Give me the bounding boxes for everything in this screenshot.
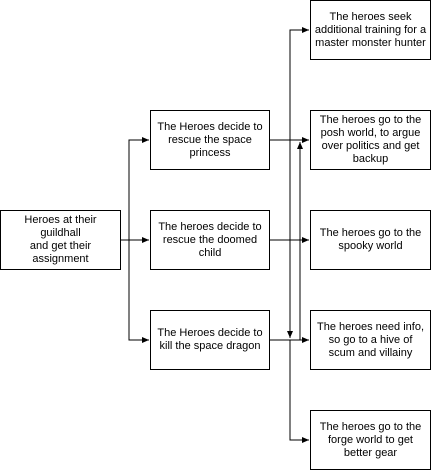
node-spooky-world: The heroes go to the spooky world — [310, 210, 431, 270]
node-rescue-child: The heroes decide to rescue the doomed c… — [150, 210, 270, 270]
arrow-dragon-to-forge — [289, 340, 309, 443]
arrow-princess-to-training — [289, 27, 309, 140]
arrow-start-to-princess — [128, 137, 149, 240]
node-scum-hive: The heroes need info, so go to a hive of… — [310, 310, 431, 370]
node-posh-world: The heroes go to the posh world, to argu… — [310, 110, 431, 170]
node-training: The heroes seek additional training for … — [310, 0, 431, 60]
node-forge-world: The heroes go to the forge world to get … — [310, 410, 431, 470]
node-start: Heroes at their guildhall and get their … — [0, 210, 121, 270]
node-kill-dragon: The Heroes decide to kill the space drag… — [150, 310, 270, 370]
node-rescue-princess: The Heroes decide to rescue the space pr… — [150, 110, 270, 170]
arrow-start-to-dragon — [128, 240, 149, 343]
